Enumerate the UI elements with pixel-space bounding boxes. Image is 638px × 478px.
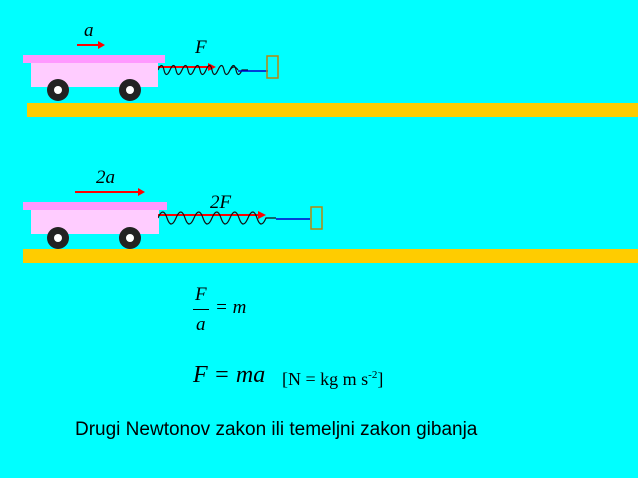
caption: Drugi Newtonov zakon ili temeljni zakon … xyxy=(75,419,478,440)
force-label-1: F xyxy=(195,37,207,58)
acceleration-label-1: a xyxy=(84,20,94,41)
cart-platform-1 xyxy=(23,55,165,63)
spring-2 xyxy=(158,211,310,225)
formula-f-equals-ma: F = ma xyxy=(193,362,266,388)
force-arrow-2 xyxy=(158,211,266,219)
acceleration-arrow-1 xyxy=(77,41,105,49)
unit-text: [N = kg m s xyxy=(282,369,369,389)
spring-1 xyxy=(158,64,268,76)
unit-close: ] xyxy=(377,369,384,389)
track-1 xyxy=(27,103,638,117)
acceleration-arrow-2 xyxy=(75,188,145,196)
formula-rhs: = m xyxy=(215,297,247,318)
formula-denominator: a xyxy=(196,314,206,335)
acceleration-label-2: 2a xyxy=(96,167,115,188)
formula-numerator: F xyxy=(195,284,207,305)
hand-icon-1 xyxy=(266,55,279,79)
unit-exponent: -2 xyxy=(368,369,378,381)
force-label-2: 2F xyxy=(210,192,232,213)
fraction-bar xyxy=(193,309,209,310)
unit-definition: [N = kg m s-2] xyxy=(282,369,383,390)
track-2 xyxy=(23,249,638,263)
hand-icon-2 xyxy=(310,206,323,230)
cart-platform-2 xyxy=(23,202,167,210)
cart-wheels-1 xyxy=(47,79,141,101)
cart-wheels-2 xyxy=(47,227,141,249)
